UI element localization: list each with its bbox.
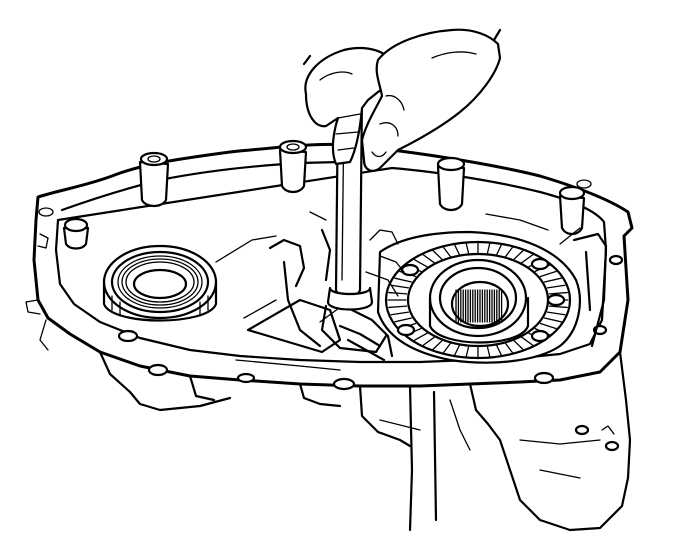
gear-tooth — [513, 340, 524, 351]
gear-tooth — [432, 340, 443, 351]
gear-tooth — [521, 336, 534, 346]
gear-tooth — [548, 291, 568, 295]
gear-tooth — [486, 242, 491, 255]
gear-tooth — [543, 317, 562, 323]
gear-tooth — [413, 259, 428, 268]
gear-tooth — [546, 284, 566, 289]
gear-tooth — [442, 246, 452, 258]
gear-tooth — [454, 244, 461, 256]
gear-tooth — [422, 336, 435, 346]
gear-tooth — [504, 342, 514, 354]
gear-tooth — [388, 305, 408, 309]
gear-tooth — [394, 277, 413, 283]
gear-tooth — [539, 322, 557, 330]
gear-tooth — [495, 344, 502, 356]
gear-tooth — [390, 311, 410, 316]
gear-tooth — [543, 277, 562, 283]
gear-tooth — [465, 345, 470, 358]
case-interior-detail — [215, 211, 549, 371]
gear-tooth — [486, 345, 491, 358]
gear-tooth — [504, 246, 514, 258]
gear-tooth — [432, 249, 443, 260]
gear-tooth — [548, 305, 568, 309]
gear-tooth — [465, 242, 470, 255]
gear-tooth — [413, 332, 428, 341]
gear-tooth — [513, 249, 524, 260]
gear-tooth — [394, 317, 413, 323]
bearing-race-left — [102, 244, 218, 322]
gear-tooth — [388, 291, 408, 295]
gear-tooth — [521, 254, 534, 264]
gear-tooth — [442, 342, 452, 354]
gear-tooth — [390, 284, 410, 289]
gear-tooth — [495, 244, 502, 256]
gear-tooth — [539, 270, 557, 278]
gear-tooth — [546, 311, 566, 316]
hands — [302, 28, 502, 172]
gear-tooth — [422, 254, 435, 264]
gear-tooth — [454, 344, 461, 356]
drive-gear-right — [376, 227, 608, 364]
